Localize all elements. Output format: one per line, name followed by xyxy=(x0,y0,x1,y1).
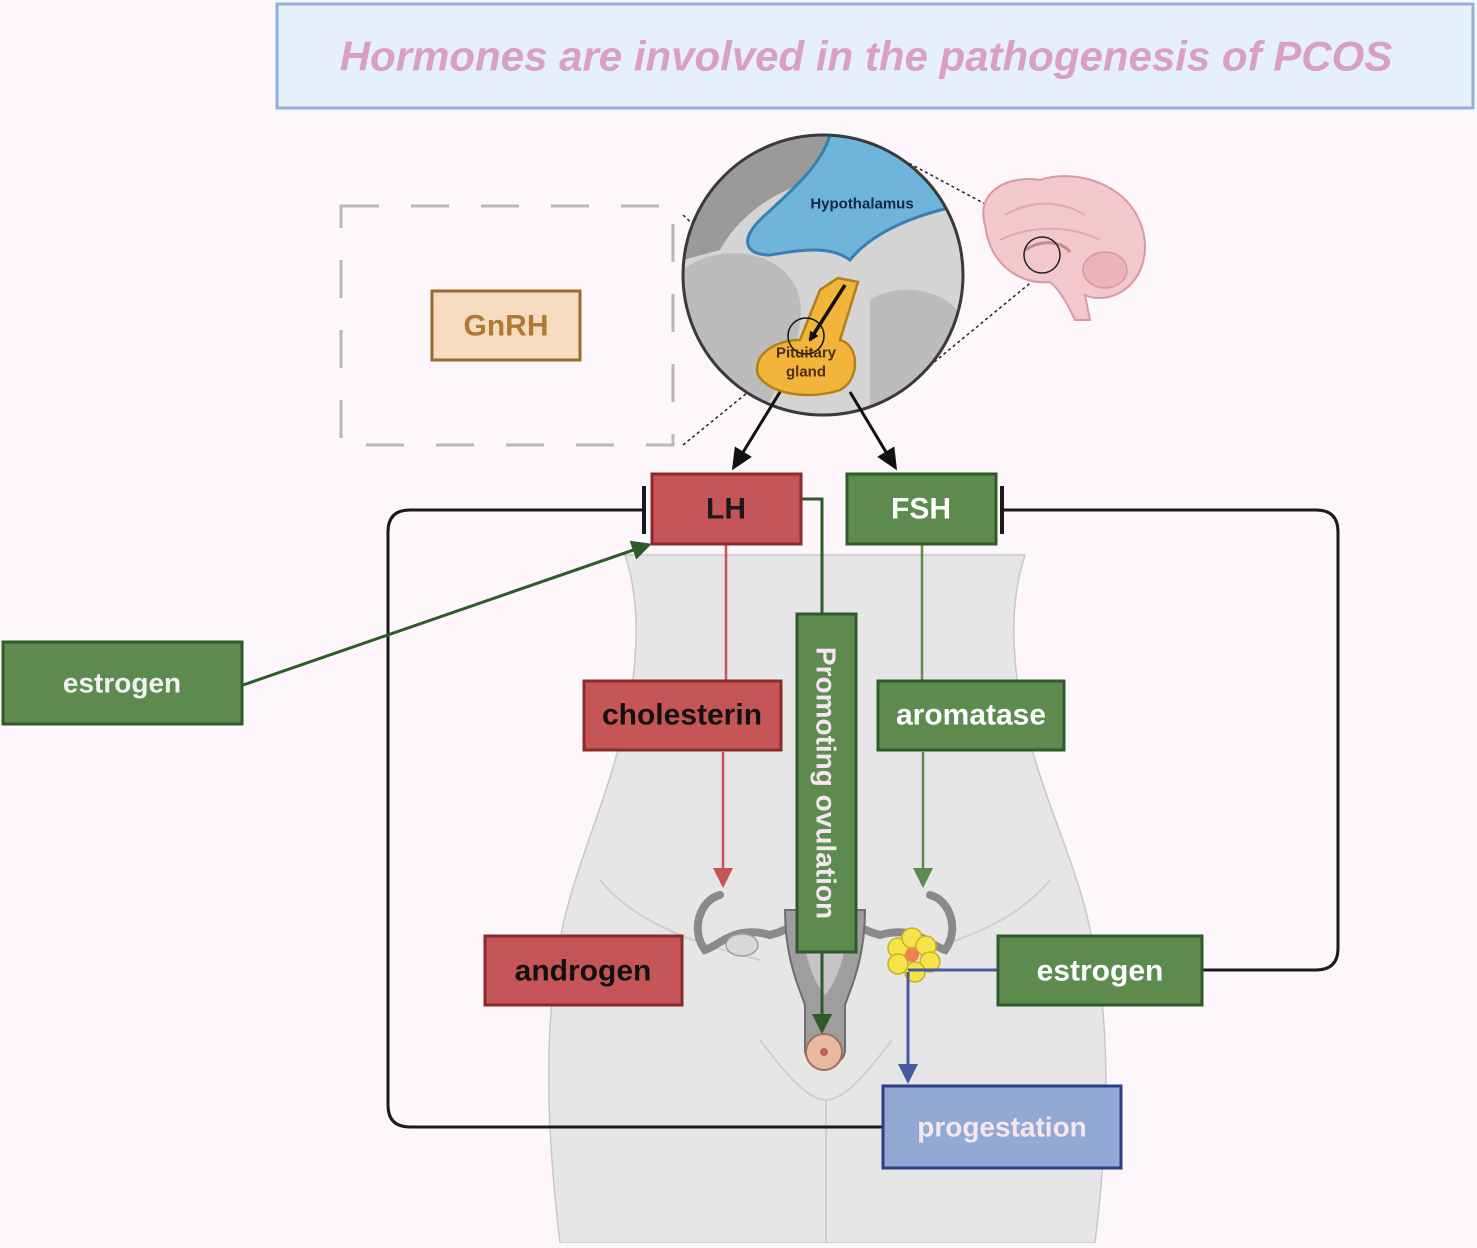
estrogen-left-box xyxy=(1,640,244,726)
estrogen-right-box xyxy=(996,934,1204,1007)
aromatase-box xyxy=(876,679,1066,752)
brain-icon xyxy=(982,175,1146,321)
pituitary-label-line2: gland xyxy=(786,364,826,381)
page-title: Hormones are involved in the pathogenesi… xyxy=(340,33,1393,80)
promoting-ovulation-box xyxy=(795,612,858,954)
pituitary-to-lh-arrow xyxy=(731,391,782,471)
estrogen-to-lh-arrow xyxy=(242,540,652,687)
estrogen-feedback-line xyxy=(1004,508,1340,972)
hypothalamus-label: Hypothalamus xyxy=(810,196,913,213)
fsh-box xyxy=(845,472,998,546)
brain-magnifier: Hypothalamus Pituitary gland xyxy=(681,133,965,417)
gnrh-label: GnRH xyxy=(464,310,549,343)
title-box xyxy=(275,2,1475,110)
androgen-box xyxy=(483,934,684,1007)
ovary-icon xyxy=(887,927,941,983)
estrogen-left-label: estrogen xyxy=(63,668,181,699)
estrogen-right-label: estrogen xyxy=(1037,955,1164,988)
aromatase-label: aromatase xyxy=(896,699,1046,732)
lh-box xyxy=(650,472,803,546)
progestation-label: progestation xyxy=(917,1112,1087,1143)
gnrh-box xyxy=(430,289,582,362)
cholesterin-box xyxy=(582,679,783,752)
lh-to-ovulation-line xyxy=(802,497,824,614)
pituitary-to-fsh-arrow xyxy=(848,391,898,471)
pituitary-label-line1: Pituitary xyxy=(776,345,837,362)
gnrh-dashed-region xyxy=(339,204,675,447)
lh-label: LH xyxy=(706,493,746,526)
cholesterin-label: cholesterin xyxy=(602,699,762,732)
progestation-feedback-line xyxy=(386,508,882,1129)
androgen-label: androgen xyxy=(515,955,652,988)
promoting-ovulation-label: Promoting ovulation xyxy=(811,647,842,919)
progestation-box xyxy=(881,1084,1123,1170)
fsh-label: FSH xyxy=(891,493,951,526)
